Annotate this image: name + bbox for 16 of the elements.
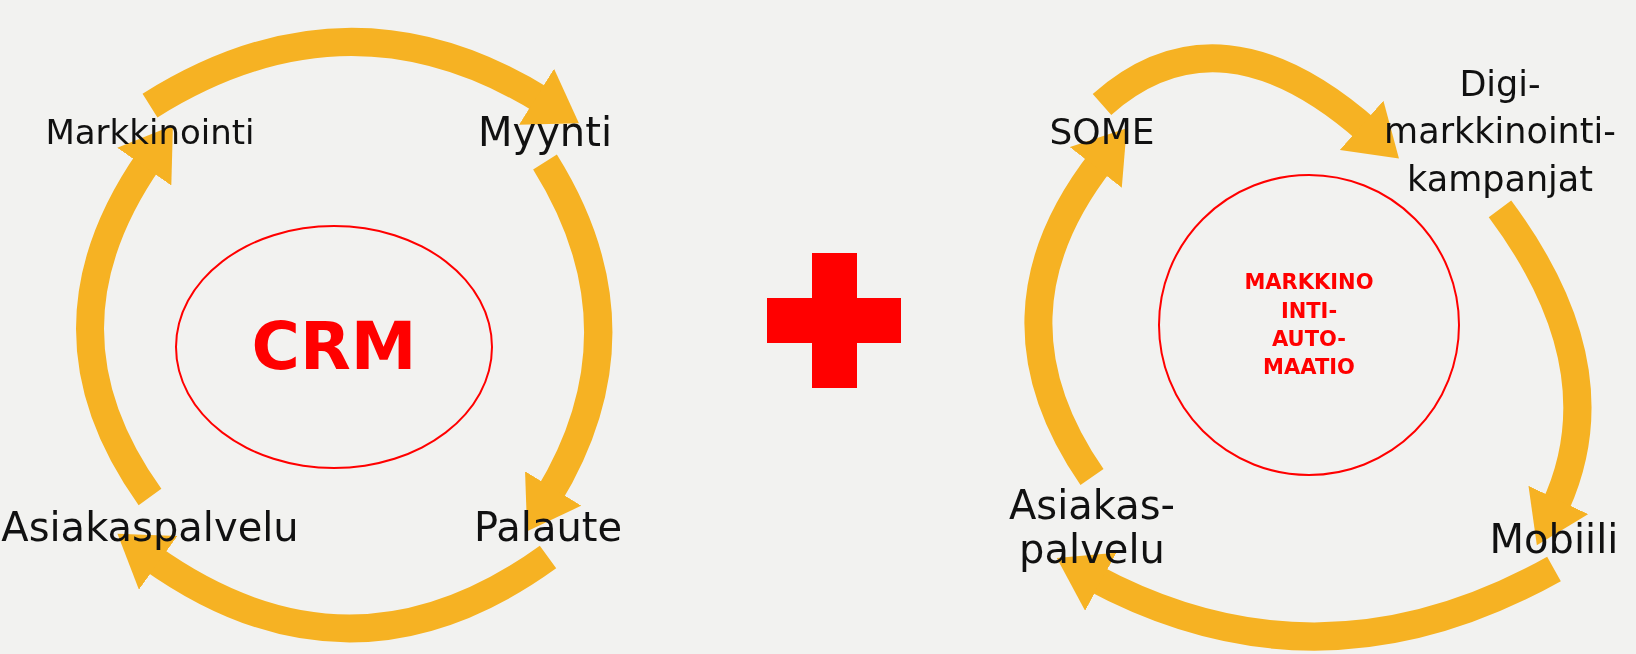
step-label: Palaute — [473, 503, 623, 551]
circle-label: CRM — [251, 307, 417, 387]
curved-arrow — [116, 534, 556, 643]
curved-arrow — [1024, 127, 1126, 485]
step-label: SOME — [1049, 110, 1155, 154]
curved-arrow — [524, 155, 613, 532]
circle-label: MARKKINO INTI- AUTO- MAATIO — [1244, 269, 1374, 382]
curved-arrow — [143, 27, 580, 126]
step-label: Mobiili — [1489, 515, 1619, 563]
step-label: Asiakas- palvelu — [1007, 483, 1177, 571]
step-label: Markkinointi — [45, 111, 255, 153]
step-label: Myynti — [478, 108, 612, 156]
step-label: Asiakaspalvelu — [1, 503, 299, 551]
curved-arrow — [1056, 551, 1561, 651]
curved-arrow — [1488, 200, 1592, 546]
ellipse-node — [175, 225, 493, 469]
